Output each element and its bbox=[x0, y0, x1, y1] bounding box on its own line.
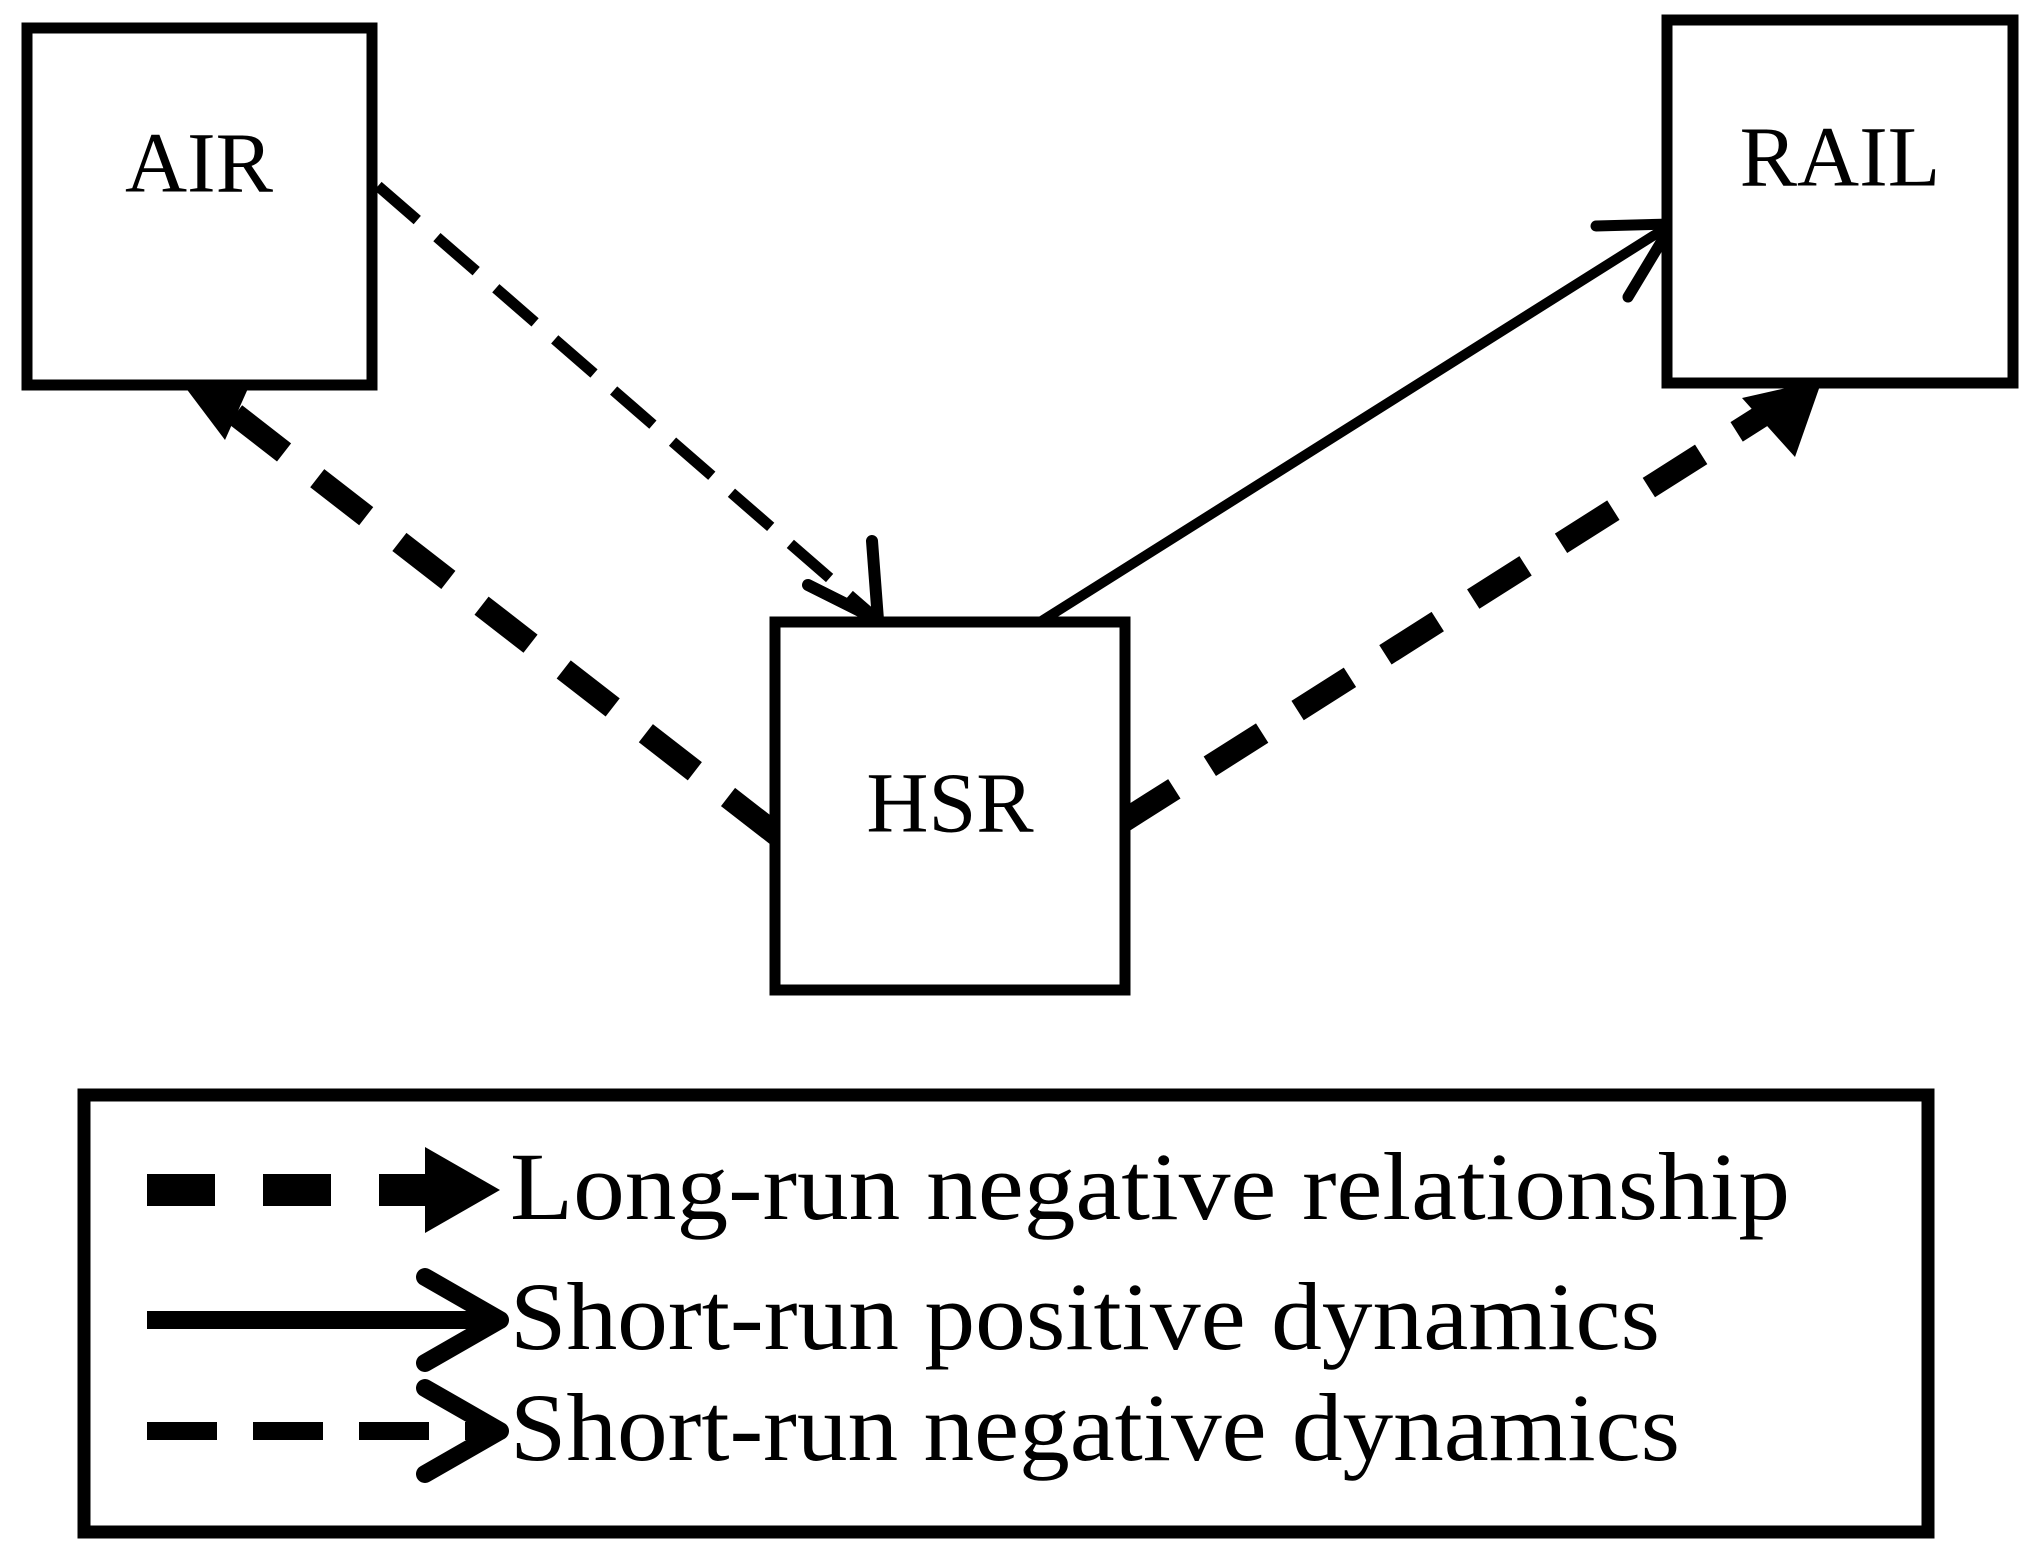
legend-arrowhead-open-v bbox=[416, 1268, 509, 1372]
edge-air-to-hsr-short-run-negative bbox=[374, 181, 884, 626]
legend-item-short-run-positive[interactable]: Short-run positive dynamics bbox=[147, 1263, 1660, 1372]
edge-line-thin-dashed bbox=[374, 181, 882, 625]
edge-line-thin-solid bbox=[1037, 219, 1675, 627]
legend-label-long-run-negative: Long-run negative relationship bbox=[510, 1133, 1790, 1240]
edge-line-thick-dashed bbox=[1115, 388, 1797, 832]
edge-line-thick-dashed bbox=[224, 402, 785, 845]
edge-hsr-to-rail-long-run-negative bbox=[1115, 380, 1822, 832]
node-label-rail: RAIL bbox=[1740, 109, 1941, 205]
node-label-hsr: HSR bbox=[866, 755, 1034, 851]
legend-label-short-run-positive: Short-run positive dynamics bbox=[510, 1263, 1660, 1370]
legend-arrowhead-open-v bbox=[416, 1379, 509, 1483]
legend-item-short-run-negative[interactable]: Short-run negative dynamics bbox=[147, 1374, 1680, 1483]
edge-hsr-to-rail-short-run-positive bbox=[1037, 218, 1678, 627]
node-label-air: AIR bbox=[125, 115, 274, 211]
node-hsr[interactable]: HSR bbox=[769, 616, 1131, 996]
node-box-rail[interactable] bbox=[1661, 14, 2019, 389]
node-box-air[interactable] bbox=[21, 22, 378, 391]
legend: Long-run negative relationship Short-run… bbox=[77, 1088, 1935, 1539]
arrowhead-filled-triangle bbox=[1742, 380, 1822, 457]
legend-label-short-run-negative: Short-run negative dynamics bbox=[510, 1374, 1680, 1481]
legend-item-long-run-negative[interactable]: Long-run negative relationship bbox=[147, 1133, 1790, 1240]
edge-hsr-to-air-long-run-negative bbox=[170, 366, 785, 845]
legend-arrowhead-filled-triangle bbox=[425, 1147, 500, 1233]
arrowhead-open-v bbox=[802, 535, 884, 626]
node-air[interactable]: AIR bbox=[21, 22, 378, 391]
node-box-hsr[interactable] bbox=[769, 616, 1131, 996]
node-rail[interactable]: RAIL bbox=[1661, 14, 2019, 389]
